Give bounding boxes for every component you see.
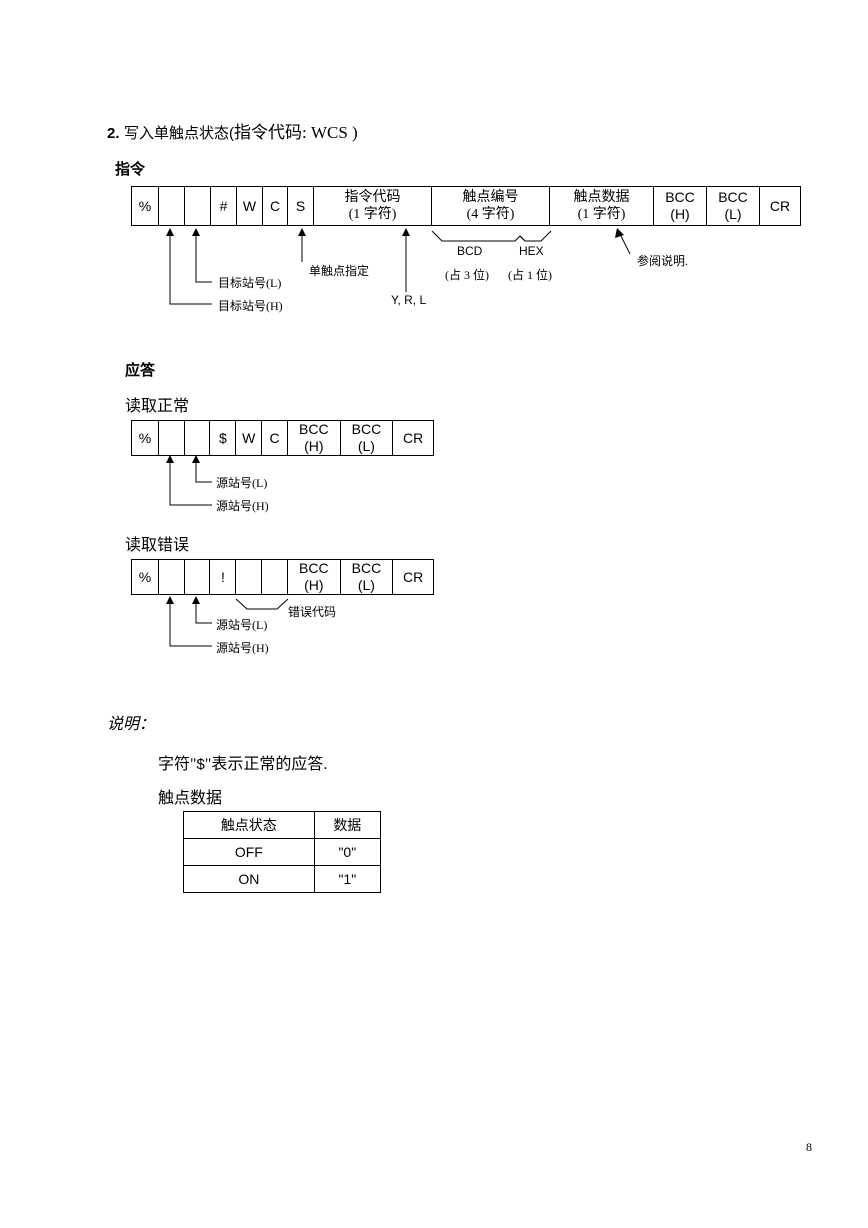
response-label: 应答	[125, 362, 156, 379]
error-cell-code-1	[236, 560, 263, 594]
cmd-label-code-values: Y, R, L	[391, 293, 427, 307]
error-response-label: 读取错误	[125, 537, 190, 554]
normal-label-station-l: 源站号(L)	[216, 476, 268, 490]
normal-cell-start: %	[132, 421, 159, 455]
page-number: 8	[806, 1140, 812, 1154]
error-arrow-station-h	[169, 603, 212, 647]
error-cell-bcc-h: BCC (H)	[288, 560, 341, 594]
error-cell-cr: CR	[403, 568, 424, 585]
error-cell-code-2	[262, 560, 288, 594]
normal-cell-bcc-h: BCC (H)	[288, 421, 341, 455]
notes-label: 说明：	[107, 716, 156, 733]
error-cell-start: %	[132, 560, 159, 594]
table-row: ON "1"	[183, 865, 382, 893]
cmd-cell-hash: #	[211, 187, 237, 225]
table-cell-data: "1"	[313, 865, 382, 893]
normal-cell-w: W	[236, 421, 263, 455]
error-arrow-station-l	[195, 603, 212, 624]
cmd-cell-code: 指令代码 (1 字符)	[314, 187, 432, 225]
cmd-arrow-data	[619, 233, 631, 255]
command-label: 指令	[115, 161, 146, 178]
normal-response-label: 读取正常	[125, 398, 190, 415]
error-cell-exclaim: !	[210, 560, 237, 594]
error-cell-station-h	[159, 560, 185, 594]
normal-arrow-station-l	[195, 462, 212, 483]
cmd-label-bcd: BCD	[457, 244, 483, 258]
normal-cell-station-l	[185, 421, 211, 455]
table-header-state: 触点状态	[183, 811, 315, 839]
error-label-error-code: 错误代码	[288, 605, 337, 619]
error-brace	[235, 598, 289, 610]
cmd-label-see-note: 参阅说明.	[637, 254, 689, 268]
cmd-label-hex-digits: (占 1 位)	[508, 268, 552, 282]
cmd-cell-contact-data: 触点数据 (1 字符)	[550, 187, 654, 225]
error-response-frame: % ! BCC (H) BCC (L) CR	[131, 559, 434, 595]
table-cell-state: ON	[183, 865, 315, 893]
cmd-cell-bcc-l: BCC (L)	[707, 187, 760, 225]
cmd-cell-station-h	[159, 187, 185, 225]
cmd-cell-c: C	[263, 187, 288, 225]
section-heading: 2. 写入单触点状态(指令代码: WCS )	[107, 118, 358, 143]
error-label-station-h: 源站号(H)	[216, 641, 269, 655]
cmd-cell-contact-no: 触点编号 (4 字符)	[432, 187, 550, 225]
normal-arrow-station-h	[169, 462, 212, 506]
table-row: OFF "0"	[183, 838, 382, 866]
contact-data-table: 触点状态 数据 OFF "0" ON "1"	[183, 811, 382, 893]
cmd-label-bcd-digits: (占 3 位)	[445, 268, 489, 282]
table-header-data: 数据	[313, 811, 382, 839]
cmd-cell-start: %	[132, 187, 159, 225]
normal-cell-bcc-l: BCC (L)	[341, 421, 394, 455]
cmd-cell-cr: CR	[769, 197, 791, 214]
cmd-label-single-contact: 单触点指定	[309, 264, 370, 278]
error-label-station-l: 源站号(L)	[216, 618, 268, 632]
table-cell-data: "0"	[313, 838, 382, 866]
normal-cell-station-h	[159, 421, 185, 455]
cmd-label-station-h: 目标站号(H)	[218, 299, 283, 313]
table-header-row: 触点状态 数据	[183, 811, 382, 839]
cmd-arrow-station-h	[169, 234, 212, 305]
cmd-cell-station-l	[185, 187, 211, 225]
section-title-part-a: 写入单触点状态(	[123, 125, 234, 142]
contact-data-label: 触点数据	[158, 790, 223, 807]
cmd-label-hex: HEX	[519, 244, 544, 258]
cmd-brace-contact	[431, 230, 552, 242]
section-title-part-b: 指令代码: WCS )	[233, 123, 358, 142]
cmd-arrow-station-l	[195, 234, 212, 283]
notes-line-normal-response: 字符"$"表示正常的应答.	[158, 756, 328, 773]
normal-cell-cr: CR	[403, 429, 424, 446]
cmd-cell-w: W	[237, 187, 263, 225]
normal-response-frame: % $ W C BCC (H) BCC (L) CR	[131, 420, 434, 456]
cmd-cell-s: S	[288, 187, 314, 225]
section-number: 2.	[107, 125, 120, 142]
cmd-label-station-l: 目标站号(L)	[218, 276, 282, 290]
error-cell-bcc-l: BCC (L)	[341, 560, 394, 594]
table-cell-state: OFF	[183, 838, 315, 866]
normal-cell-dollar: $	[210, 421, 237, 455]
normal-label-station-h: 源站号(H)	[216, 499, 269, 513]
cmd-cell-bcc-h: BCC (H)	[654, 187, 707, 225]
normal-cell-c: C	[262, 421, 288, 455]
command-frame: % # W C S 指令代码 (1 字符) 触点编号 (4 字符) 触点数据 (…	[131, 186, 801, 226]
error-cell-station-l	[185, 560, 211, 594]
